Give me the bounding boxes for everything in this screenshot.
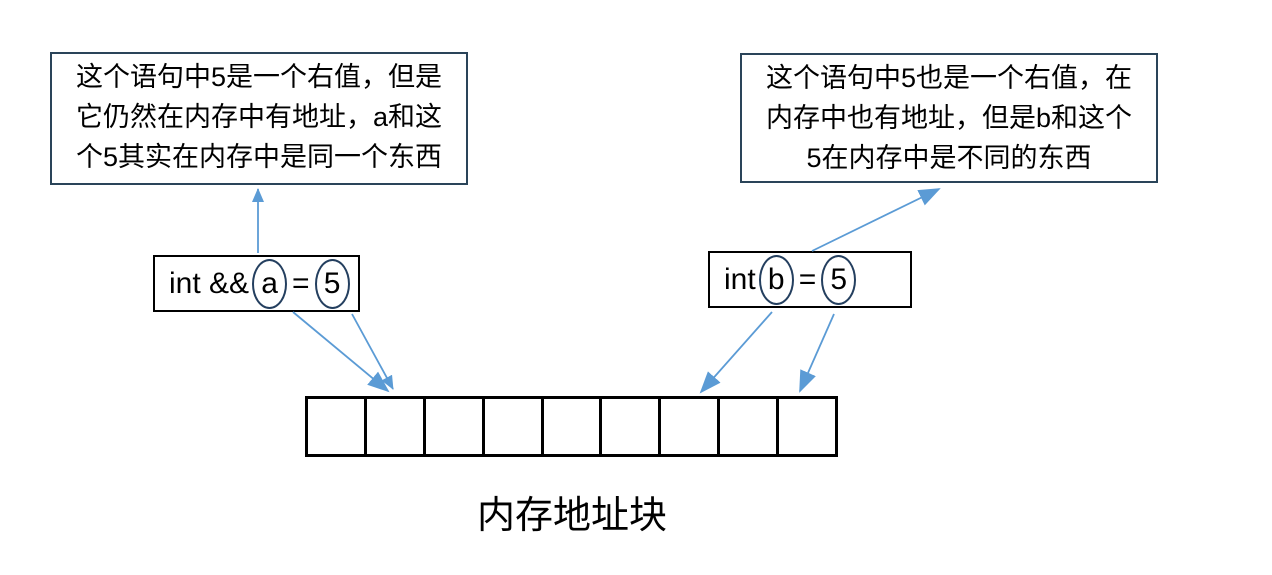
memory-cell-2 — [363, 399, 423, 454]
left-code-variable-ellipse: a — [252, 258, 288, 309]
left-code-value: 5 — [323, 266, 341, 300]
memory-cell-5 — [540, 399, 600, 454]
arrow-value-5b-to-memory-cell — [799, 313, 835, 393]
memory-block-label: 内存地址块 — [476, 495, 667, 537]
left-code-keyword: int && — [169, 266, 250, 300]
memory-cell-8 — [717, 399, 776, 454]
left-callout-line-2: 它仍然在内存中有地址，a和这 — [75, 102, 442, 132]
right-code-value-ellipse: 5 — [821, 254, 857, 305]
left-code-value-ellipse: 5 — [314, 258, 350, 309]
memory-cell-1 — [308, 399, 364, 454]
arrow-value-5a-to-memory-cell — [351, 313, 394, 390]
arrow-right-code-to-right-callout — [811, 188, 941, 252]
right-callout-line-3: 5在内存中是不同的东西 — [806, 143, 1092, 173]
arrow-variable-b-to-memory-cell — [699, 311, 773, 394]
memory-cell-9 — [776, 399, 835, 454]
right-code-value: 5 — [830, 262, 848, 296]
memory-cell-6 — [599, 399, 658, 454]
right-code-operator: = — [798, 262, 817, 296]
right-code-box: int b = 5 — [708, 251, 912, 308]
left-callout-line-1: 这个语句中5是一个右值，但是 — [75, 62, 442, 92]
right-code-variable: b — [767, 262, 785, 296]
right-code-variable-ellipse: b — [758, 254, 794, 305]
left-callout-box: 这个语句中5是一个右值，但是 它仍然在内存中有地址，a和这 个5其实在内存中是同… — [50, 52, 468, 185]
left-code-operator: = — [292, 266, 310, 300]
right-code-keyword: int — [724, 262, 756, 296]
memory-block — [305, 396, 838, 457]
arrow-variable-a-to-memory-cell — [292, 311, 390, 393]
right-callout-line-2: 内存中也有地址，但是b和这个 — [765, 103, 1132, 133]
right-callout-box: 这个语句中5也是一个右值，在 内存中也有地址，但是b和这个 5在内存中是不同的东… — [740, 53, 1158, 183]
memory-cell-7 — [658, 399, 717, 454]
left-callout-line-3: 个5其实在内存中是同一个东西 — [75, 142, 442, 172]
left-code-box: int && a = 5 — [153, 255, 360, 312]
left-code-variable: a — [261, 266, 278, 300]
right-callout-line-1: 这个语句中5也是一个右值，在 — [765, 63, 1132, 93]
memory-cell-3 — [422, 399, 482, 454]
memory-cell-4 — [481, 399, 541, 454]
